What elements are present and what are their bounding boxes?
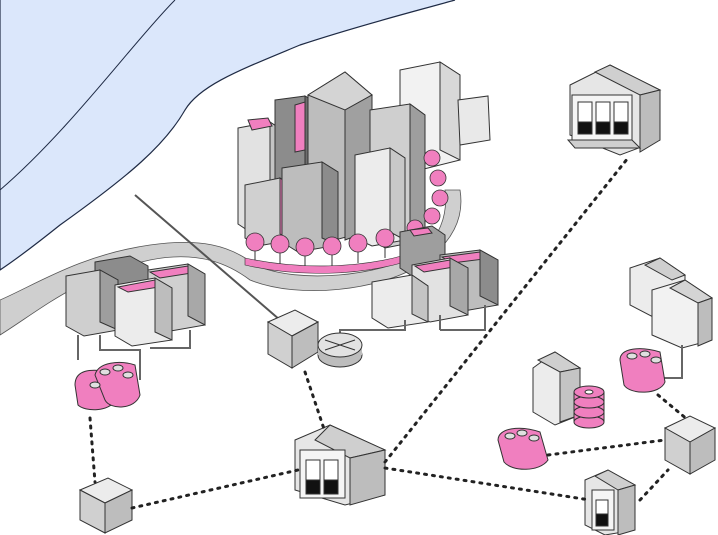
tree-icon	[348, 233, 368, 253]
transmission-line	[134, 194, 281, 321]
round-tank-icon	[317, 332, 363, 368]
high-rise-city-cluster	[237, 61, 491, 253]
tree-icon	[375, 228, 395, 248]
tree-icon	[270, 234, 290, 254]
tree-icon	[431, 189, 449, 207]
battery-stack-icon	[573, 385, 605, 429]
transformer-box-icon[interactable]	[78, 477, 134, 534]
house-icon	[629, 257, 714, 349]
city-blocks-right	[371, 225, 499, 329]
tree-icon	[245, 232, 265, 252]
power-station-building-icon[interactable]	[566, 64, 662, 156]
transformer-box-icon[interactable]	[266, 309, 320, 369]
tree-icon	[295, 237, 315, 257]
city-blocks-left	[65, 255, 206, 347]
battery-shed	[532, 351, 582, 426]
river	[0, 0, 456, 271]
storage-tank-icon	[497, 427, 549, 470]
network-connections	[88, 156, 690, 510]
storage-tank-icon	[74, 362, 141, 411]
tree-icon	[429, 169, 447, 187]
road	[0, 189, 462, 336]
tree-icon	[322, 236, 342, 256]
tree-icon	[423, 149, 441, 167]
tree-icon	[423, 207, 441, 225]
transformer-box-icon[interactable]	[663, 415, 717, 475]
storage-tank-icon	[619, 348, 666, 393]
substation-building-icon[interactable]	[584, 469, 637, 535]
substation-building-icon[interactable]	[294, 424, 387, 506]
